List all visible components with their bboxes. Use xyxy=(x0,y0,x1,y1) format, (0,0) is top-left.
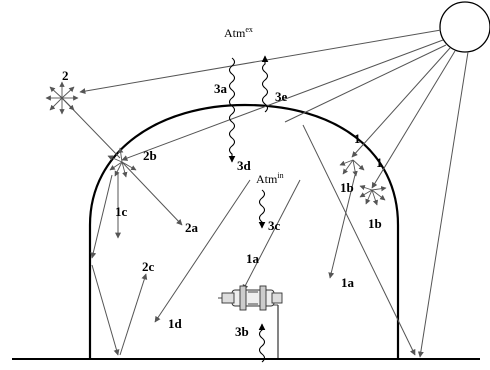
ray-to-3e-point xyxy=(284,44,447,123)
label-1b-upper: 1b xyxy=(340,180,354,195)
label-2: 2 xyxy=(62,68,69,83)
ray-to-point-1 xyxy=(351,47,451,158)
scatter-burst-1b xyxy=(359,184,387,206)
label-3e: 3e xyxy=(275,89,288,104)
ray-internal-right xyxy=(302,124,416,356)
label-1a-center: 1a xyxy=(246,251,260,266)
wave-3b xyxy=(258,323,266,363)
label-3a: 3a xyxy=(214,81,228,96)
scatter-burst-2b xyxy=(107,147,137,178)
ray-2c xyxy=(119,273,148,356)
scatter-burst-1-upper xyxy=(339,159,365,177)
label-1-right: 1 xyxy=(376,155,383,170)
label-1d: 1d xyxy=(168,316,183,331)
dome-enclosure xyxy=(88,103,400,359)
label-1a-right: 1a xyxy=(341,275,355,290)
label-3d: 3d xyxy=(237,158,252,173)
label-atm-in: Atmin xyxy=(256,171,284,186)
sun-rays xyxy=(59,29,469,358)
label-1c: 1c xyxy=(115,204,128,219)
ray-to-scatter-2 xyxy=(79,29,442,95)
label-2b: 2b xyxy=(143,148,157,163)
ray-to-left-wall xyxy=(90,174,113,259)
scatter-burst-2 xyxy=(45,81,79,115)
label-2c: 2c xyxy=(142,259,155,274)
label-atm-ex: Atmex xyxy=(224,25,253,40)
ray-to-ground-right xyxy=(417,51,469,358)
wave-3e xyxy=(261,55,269,113)
wavy-arrows xyxy=(228,55,269,363)
sun-icon xyxy=(439,1,490,53)
ray-transmitted-1d xyxy=(154,179,251,323)
wave-3a xyxy=(228,57,236,163)
label-1-upper: 1 xyxy=(354,131,361,146)
ray-transmitted-1a-center xyxy=(242,179,301,291)
sensor-instrument xyxy=(218,285,283,358)
ray-1a-right xyxy=(328,174,356,279)
ray-left-floor-a xyxy=(91,264,120,356)
label-1b-lower: 1b xyxy=(368,216,382,231)
ray-to-2b xyxy=(121,39,444,161)
ray-2a xyxy=(121,161,183,226)
label-3c: 3c xyxy=(268,218,281,233)
wave-3c xyxy=(258,189,266,229)
label-3b: 3b xyxy=(235,324,249,339)
ray-to-point-1b xyxy=(371,50,456,189)
label-2a: 2a xyxy=(185,220,199,235)
